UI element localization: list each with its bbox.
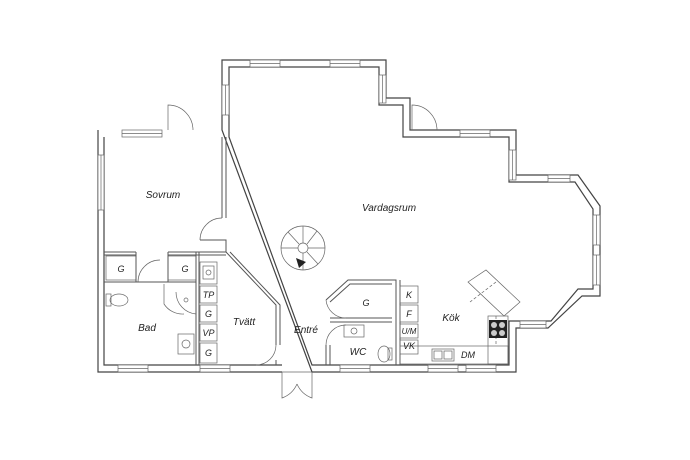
room-label-kok: Kök <box>442 313 460 324</box>
room-label-sovrum: Sovrum <box>146 190 180 201</box>
room-label-bad: Bad <box>138 323 156 334</box>
interior-walls <box>104 137 521 366</box>
room-label-wc: WC <box>350 347 367 358</box>
spiral-staircase-icon <box>280 225 326 271</box>
vk-label: VK <box>403 341 416 351</box>
closet-label: G <box>205 309 212 319</box>
exterior-doors <box>167 104 438 399</box>
room-label-vardagsrum: Vardagsrum <box>362 203 416 214</box>
stove-icon <box>489 320 507 338</box>
vp-label: VP <box>202 328 214 338</box>
room-label-tvatt: Tvätt <box>233 317 256 328</box>
laundry-sink-icon <box>202 265 215 280</box>
closet-label: G <box>205 348 212 358</box>
tp-label: TP <box>203 290 215 300</box>
closet-label: G <box>181 264 188 274</box>
closet-label: G <box>117 264 124 274</box>
toilet-icon <box>105 293 129 307</box>
bath-sink-icon <box>177 333 195 355</box>
oven-microwave-label: U/M <box>402 327 417 336</box>
closet-label: G <box>362 298 369 308</box>
dishwasher-label: DM <box>461 350 475 360</box>
shower-icon <box>163 284 197 315</box>
freezer-label: F <box>406 309 412 319</box>
room-label-entre: Entré <box>294 325 318 336</box>
wc-toilet-icon <box>343 324 393 363</box>
kitchen-sink-icon <box>431 348 455 362</box>
windows <box>97 59 601 373</box>
fridge-label: K <box>406 290 413 300</box>
